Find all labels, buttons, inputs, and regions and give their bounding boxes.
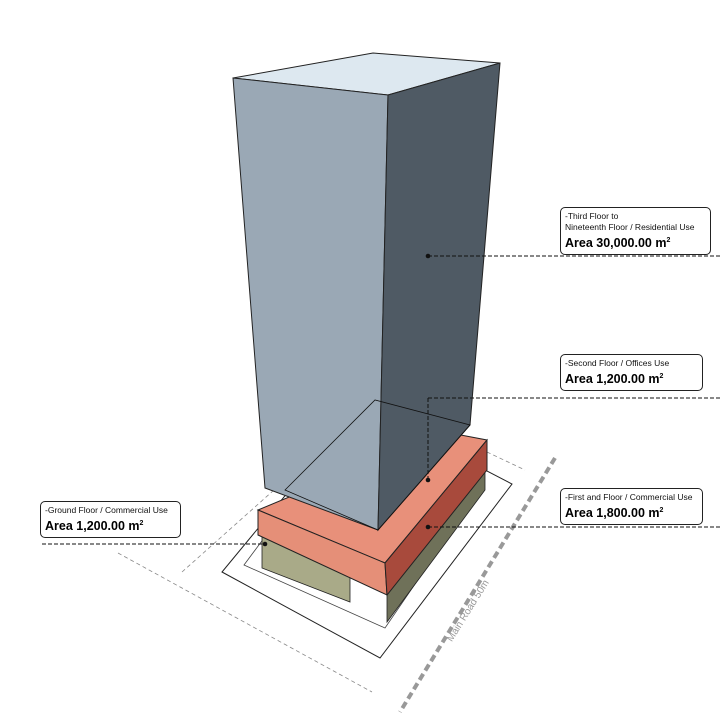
tower-footprint-outline [284,399,471,531]
podium-side [384,438,488,597]
area-value: Area 1,200.00 m [565,372,660,387]
callout-offices: -Second Floor / Offices Use Area 1,200.0… [560,354,703,392]
callout-ground-floor: -Ground Floor / Commercial Use Area 1,20… [40,501,181,539]
main-road-line [398,456,557,714]
dimension-line-bottom [117,552,373,693]
area-value: Area 30,000.00 m [565,236,667,251]
callout-first-floor: -First and Floor / Commercial Use Area 1… [560,488,703,526]
area-value: Area 1,200.00 m [45,519,140,534]
area-value: Area 1,800.00 m [565,506,660,521]
leader-lines [42,255,720,545]
tower-left-face [232,77,389,531]
leader-dots [262,253,431,547]
callout-residential: -Third Floor to Nineteenth Floor / Resid… [560,207,711,256]
